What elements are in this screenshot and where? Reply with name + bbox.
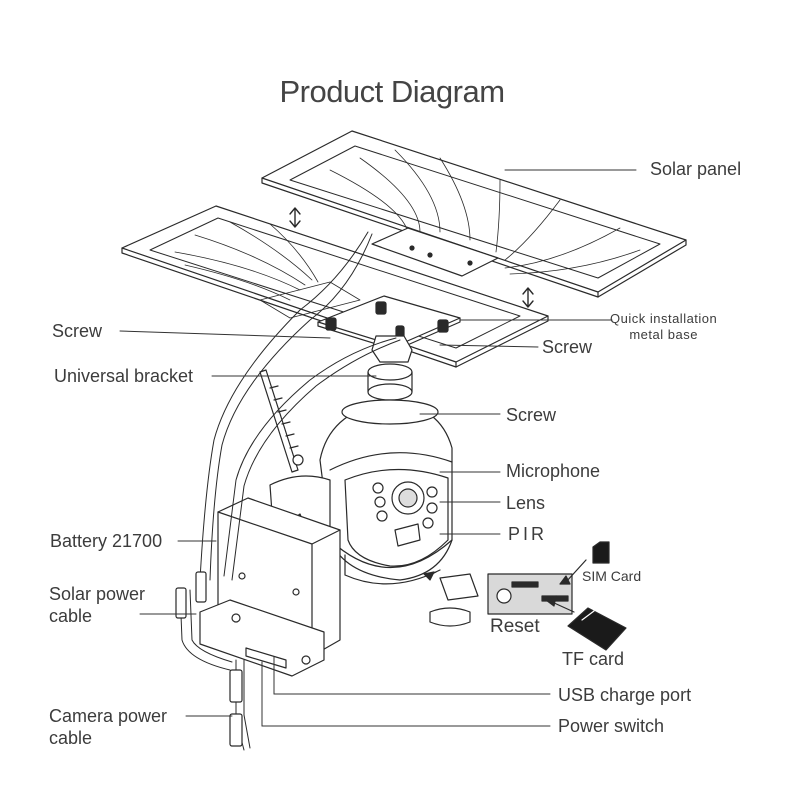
label-battery: Battery 21700 (50, 531, 163, 551)
label-screw-right: Screw (542, 337, 593, 357)
label-quick-installation-metal-base: Quick installation metal base (610, 311, 718, 343)
camera-dome (319, 399, 453, 585)
label-solar-panel: Solar panel (650, 159, 742, 179)
diagram-title: Product Diagram (279, 74, 505, 109)
label-power-switch: Power switch (558, 716, 665, 736)
label-microphone: Microphone (506, 461, 601, 481)
label-pir: PIR (508, 524, 548, 544)
ir-leds (372, 482, 438, 529)
cables (179, 231, 401, 751)
label-universal-bracket: Universal bracket (54, 366, 194, 386)
label-reset: Reset (490, 616, 540, 637)
battery-box (199, 497, 341, 677)
cable-connectors (175, 571, 243, 747)
leader-lines (119, 169, 637, 727)
label-screw-left: Screw (52, 321, 103, 341)
label-sim-card: SIM Card (582, 568, 642, 584)
label-usb-charge-port: USB charge port (558, 685, 692, 705)
label-solar-power-cable: Solar power cable (49, 584, 146, 626)
tf-card-graphic (545, 595, 627, 651)
adjust-arrows (289, 207, 534, 308)
label-camera-power-cable: Camera power cable (49, 706, 168, 748)
label-lens: Lens (506, 493, 546, 513)
solar-panel-right (261, 130, 687, 298)
antenna (259, 369, 304, 473)
label-tf-card: TF card (562, 649, 625, 669)
label-screw-mid: Screw (506, 405, 557, 425)
sim-card-graphic (559, 541, 610, 585)
